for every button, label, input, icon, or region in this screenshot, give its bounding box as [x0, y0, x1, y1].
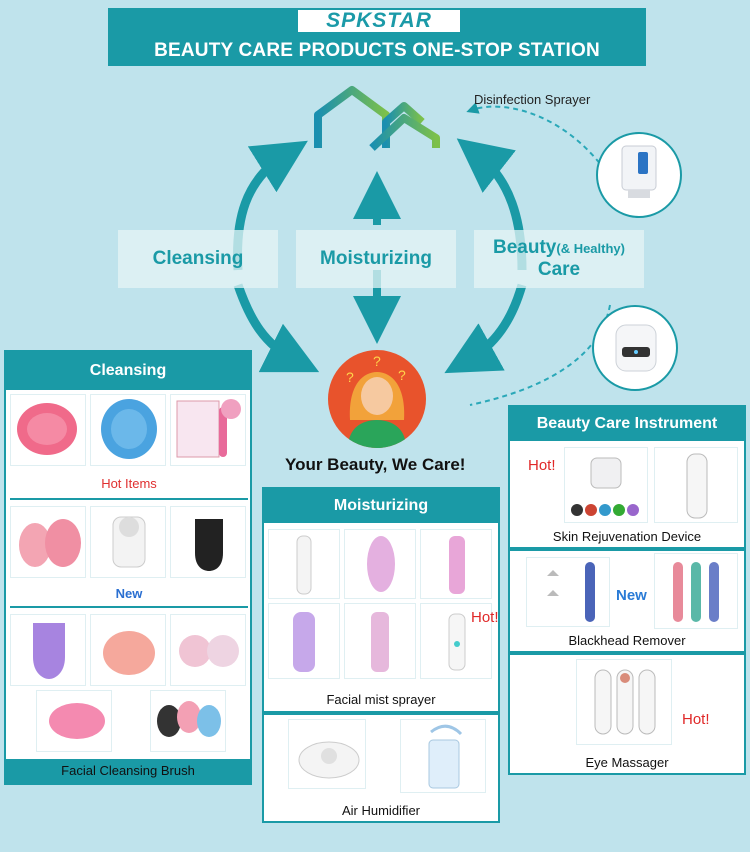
air-humidifier-1-image — [288, 719, 366, 789]
skin-hot-badge: Hot! — [528, 457, 556, 474]
disinfection-sprayer-image — [596, 132, 682, 218]
header-banner: SPKSTAR BEAUTY CARE PRODUCTS ONE-STOP ST… — [108, 8, 646, 66]
brush-kit-image — [170, 394, 246, 466]
hot-items-group: Hot Items — [10, 394, 248, 491]
beauty-label: Beauty — [493, 237, 557, 258]
mist-sprayer-3-image — [420, 529, 492, 599]
moisturizing-divider — [264, 711, 498, 715]
cleansing-panel: Cleansing Hot Items New — [4, 350, 252, 785]
cleansing-label-box: Cleansing — [118, 230, 278, 288]
black-brush-image — [170, 506, 246, 578]
hot-items-label: Hot Items — [101, 476, 157, 491]
beauty-divider-1 — [510, 547, 744, 551]
beauty-care-panel-title: Beauty Care Instrument — [510, 407, 744, 441]
cleansing-panel-title: Cleansing — [6, 352, 250, 390]
moisturizing-label: Moisturizing — [320, 248, 432, 269]
new-items-group: New — [10, 498, 248, 602]
mist-sprayer-2-image — [344, 529, 416, 599]
svg-text:?: ? — [346, 369, 354, 385]
mist-sprayer-6-image — [420, 603, 492, 679]
brand-logo: SPKSTAR — [298, 10, 460, 32]
beauty-care-label-box: Beauty(& Healthy) Care — [474, 230, 644, 288]
skin-device-1-image — [564, 447, 648, 523]
moisturizing-panel-title: Moisturizing — [264, 489, 498, 523]
svg-text:?: ? — [398, 367, 406, 383]
eye-massager-caption: Eye Massager — [585, 755, 669, 770]
mist-sprayer-1-image — [268, 529, 340, 599]
coral-brush-image — [90, 614, 166, 686]
eye-hot-badge: Hot! — [682, 711, 710, 728]
facial-brush-group — [10, 606, 248, 760]
avatar: ? ? ? — [328, 350, 426, 448]
mist-sprayer-5-image — [344, 603, 416, 679]
pink-mask-brush-image — [36, 690, 112, 752]
mist-sprayer-4-image — [268, 603, 340, 679]
cleansing-label: Cleansing — [152, 248, 244, 269]
facial-brush-footer: Facial Cleansing Brush — [6, 759, 250, 783]
purple-brush-image — [10, 614, 86, 686]
page-title: BEAUTY CARE PRODUCTS ONE-STOP STATION — [154, 40, 600, 61]
skin-device-2-image — [654, 447, 738, 523]
pink-brush-image — [10, 394, 86, 466]
air-humidifier-caption: Air Humidifier — [341, 803, 420, 818]
humidifier-image — [592, 305, 678, 391]
new-label: New — [115, 586, 143, 601]
mist-hot-badge: Hot! — [471, 609, 499, 626]
moisturizing-label-box: Moisturizing — [296, 230, 456, 288]
beauty-care-panel: Beauty Care Instrument Hot! Skin Rejuven… — [508, 405, 746, 775]
blackhead-remover-caption: Blackhead Remover — [568, 633, 686, 648]
tagline: Your Beauty, We Care! — [285, 455, 466, 474]
blackhead-new-badge: New — [616, 587, 647, 604]
skin-rejuvenation-caption: Skin Rejuvenation Device — [552, 529, 702, 544]
mist-sprayer-caption: Facial mist sprayer — [326, 692, 436, 707]
moisturizing-panel: Moisturizing Hot! Facial mist sprayer Ai… — [262, 487, 500, 823]
care-label: Care — [537, 259, 581, 280]
home-logo-icon — [314, 86, 440, 151]
svg-text:?: ? — [373, 353, 381, 369]
spin-brush-image — [170, 614, 246, 686]
blackhead-remover-1-image — [526, 557, 610, 627]
white-brush-image — [90, 506, 166, 578]
facial-brush-caption: Facial Cleansing Brush — [61, 763, 195, 778]
color-brushes-image — [150, 690, 226, 752]
blue-brush-image — [90, 394, 166, 466]
sprayer-note: Disinfection Sprayer — [474, 92, 591, 107]
pink-egg-brush-image — [10, 506, 86, 578]
eye-massager-image — [576, 659, 672, 745]
beauty-paren-label: (& Healthy) — [556, 241, 625, 256]
air-humidifier-2-image — [400, 719, 486, 793]
blackhead-remover-2-image — [654, 553, 738, 629]
beauty-divider-2 — [510, 651, 744, 655]
